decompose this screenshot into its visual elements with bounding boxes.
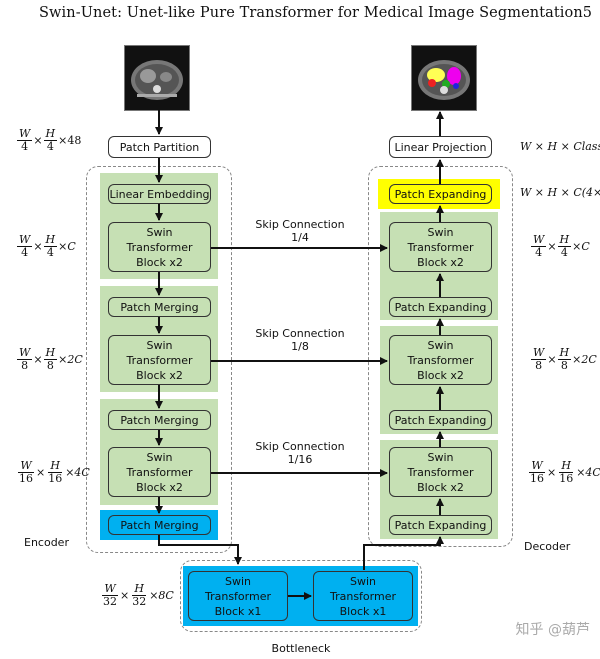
- skip-ratio: 1/16: [287, 453, 313, 466]
- dim-right-2: W × H × C(4×): [520, 186, 600, 199]
- bottleneck-swin-block-2: Swin Transformer Block x1: [313, 571, 413, 621]
- patch-merging-2-box: Patch Merging: [108, 410, 211, 430]
- bottleneck-container: [180, 560, 422, 632]
- skip-ratio: 1/4: [291, 231, 309, 244]
- paper-title: Swin-Unet: Unet-like Pure Transformer fo…: [39, 5, 583, 21]
- patch-merging-1-box: Patch Merging: [108, 297, 211, 317]
- skip-connection-3-label: Skip Connection 1/16: [240, 440, 360, 466]
- patch-merging-3-box: Patch Merging: [108, 515, 211, 535]
- page-header: Swin-Unet: Unet-like Pure Transformer fo…: [0, 5, 600, 25]
- skip-ratio: 1/8: [291, 340, 309, 353]
- encoder-swin-block-3: Swin Transformer Block x2: [108, 447, 211, 497]
- linear-embedding-box: Linear Embedding: [108, 184, 211, 204]
- bottleneck-swin-block-1: Swin Transformer Block x1: [188, 571, 288, 621]
- decoder-swin-block-2: Swin Transformer Block x2: [389, 335, 492, 385]
- skip-title: Skip Connection: [255, 327, 345, 340]
- patch-partition-box: Patch Partition: [108, 136, 211, 158]
- decoder-swin-block-3: Swin Transformer Block x2: [389, 447, 492, 497]
- page-number: 5: [582, 5, 592, 21]
- skip-connection-1-label: Skip Connection 1/4: [240, 218, 360, 244]
- patch-expanding-2-box: Patch Expanding: [389, 410, 492, 430]
- dim-right-1: W × H × Class: [520, 140, 600, 153]
- decoder-swin-block-1: Swin Transformer Block x2: [389, 222, 492, 272]
- bottleneck-label: Bottleneck: [271, 642, 331, 655]
- skip-connection-2-label: Skip Connection 1/8: [240, 327, 360, 353]
- output-segmentation-image: [411, 45, 477, 111]
- final-patch-expanding-box: Patch Expanding: [389, 184, 492, 204]
- decoder-label: Decoder: [524, 540, 571, 553]
- patch-expanding-3-box: Patch Expanding: [389, 515, 492, 535]
- encoder-label: Encoder: [24, 536, 69, 549]
- patch-expanding-1-box: Patch Expanding: [389, 297, 492, 317]
- skip-title: Skip Connection: [255, 440, 345, 453]
- encoder-swin-block-1: Swin Transformer Block x2: [108, 222, 211, 272]
- skip-title: Skip Connection: [255, 218, 345, 231]
- watermark: 知乎 @葫芦: [515, 622, 590, 638]
- input-ct-image: [124, 45, 190, 111]
- encoder-swin-block-2: Swin Transformer Block x2: [108, 335, 211, 385]
- linear-projection-box: Linear Projection: [389, 136, 492, 158]
